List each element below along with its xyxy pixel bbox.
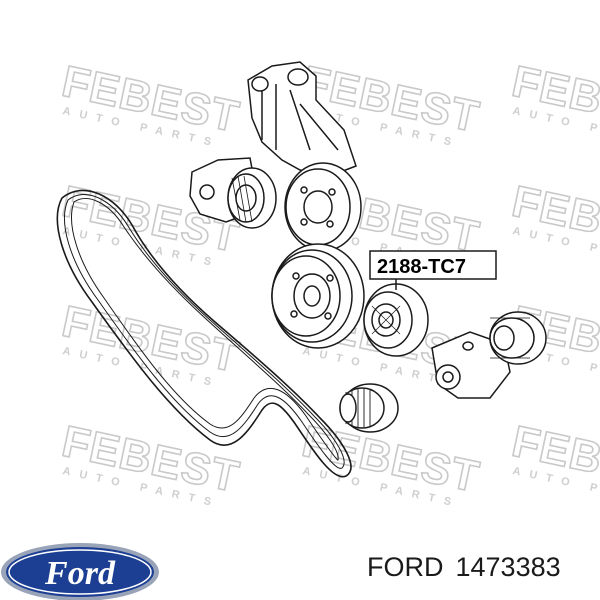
part-caption: FORD 1473383	[367, 552, 573, 583]
alternator-pulley	[339, 383, 399, 433]
brand-name: FORD	[367, 552, 444, 582]
tensioner-assembly	[431, 311, 547, 399]
callout-label: 2188-TC7	[377, 256, 466, 278]
part-callout: 2188-TC7	[369, 250, 497, 290]
ford-logo-oval	[6, 547, 154, 597]
ford-logo: Ford	[1, 543, 159, 600]
serpentine-belt	[56, 189, 352, 478]
idler-pulley-upper	[284, 162, 362, 252]
idler-pulley-target	[363, 283, 429, 357]
tensioner-pulley	[227, 167, 277, 229]
callout-box	[369, 250, 497, 280]
ford-logo-script: Ford	[44, 555, 116, 592]
part-number: 1473383	[455, 552, 561, 582]
crankshaft-pulley	[271, 243, 365, 349]
